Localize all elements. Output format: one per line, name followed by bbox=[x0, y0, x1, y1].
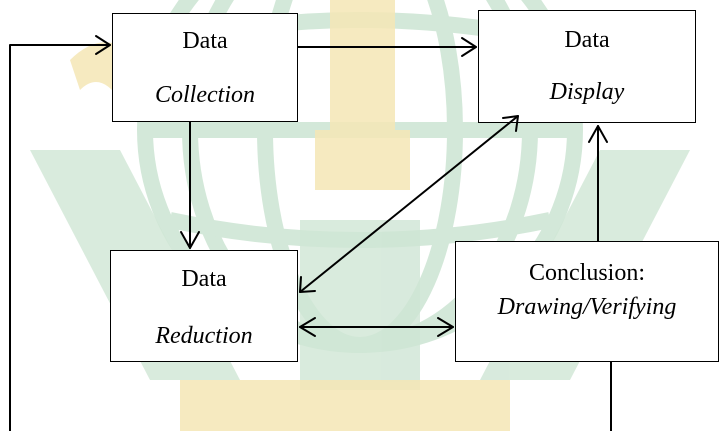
node-data-collection-subtitle: Collection bbox=[155, 82, 255, 108]
arrow-collection-to-display bbox=[297, 37, 477, 57]
feedback-loop-conclusion-to-collection bbox=[9, 35, 612, 431]
node-data-collection: Data Collection bbox=[112, 13, 298, 122]
node-data-display-subtitle: Display bbox=[549, 79, 625, 105]
node-conclusion-title: Conclusion: bbox=[528, 260, 645, 286]
node-data-reduction-subtitle: Reduction bbox=[155, 323, 253, 349]
node-data-reduction: Data Reduction bbox=[110, 250, 298, 362]
node-conclusion-subtitle: Drawing/Verifying bbox=[497, 294, 677, 320]
node-data-reduction-title: Data bbox=[181, 266, 227, 292]
node-conclusion: Conclusion: Drawing/Verifying bbox=[455, 241, 719, 362]
arrow-reduction-display-bidirectional bbox=[299, 115, 519, 293]
node-data-collection-title: Data bbox=[182, 28, 228, 54]
node-data-display-title: Data bbox=[564, 27, 610, 53]
arrow-collection-to-reduction bbox=[180, 121, 200, 249]
arrow-conclusion-to-display bbox=[588, 125, 608, 242]
arrow-reduction-conclusion-bidirectional bbox=[299, 317, 454, 337]
node-data-display: Data Display bbox=[478, 10, 696, 123]
